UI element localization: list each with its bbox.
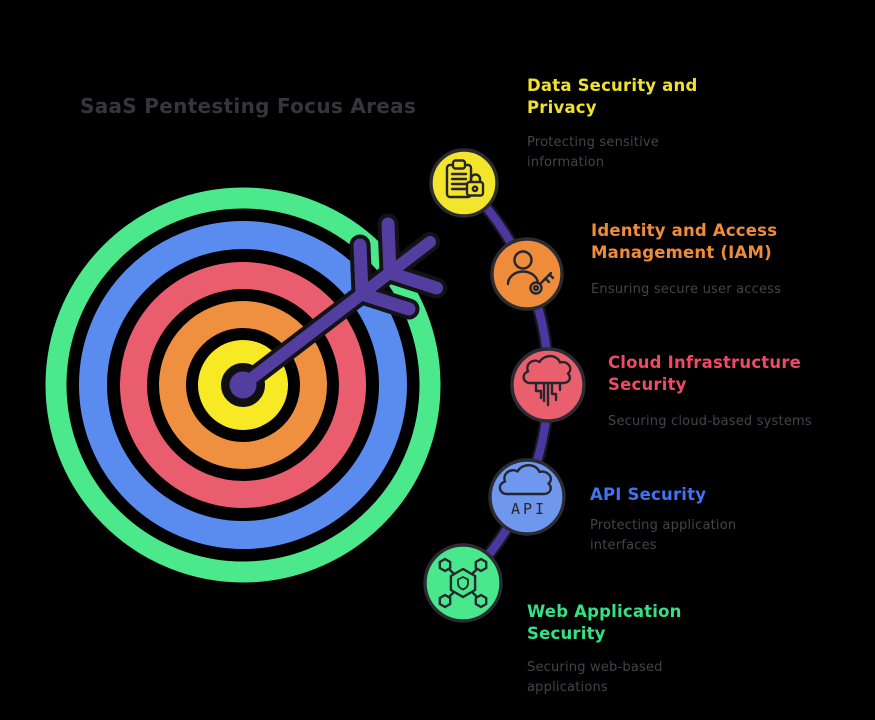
- api-label: API: [511, 500, 547, 518]
- item-heading-cloud-infrastructure: Cloud Infrastructure Security: [608, 353, 802, 394]
- hex-network-icon: [423, 543, 503, 623]
- page-title: SaaS Pentesting Focus Areas: [80, 94, 417, 118]
- item-description-api-security: Protecting application interfaces: [590, 518, 737, 553]
- item-description-iam: Ensuring secure user access: [591, 282, 782, 297]
- bullseye-target: [45, 187, 441, 583]
- milestone-circle-5: [423, 543, 503, 623]
- target-ring-orange: [159, 301, 327, 469]
- arrow: [229, 213, 447, 399]
- item-heading-data-security: Data Security and Privacy: [527, 76, 698, 117]
- target-ring-green: [45, 187, 441, 583]
- cloud-circuit-icon: [510, 347, 586, 423]
- target-center-outline: [221, 363, 265, 407]
- item-heading-web-application: Web Application Security: [527, 602, 682, 643]
- arrow-tip-dot: [229, 371, 257, 399]
- target-ring-red: [120, 262, 366, 508]
- target-ring-blue: [79, 221, 407, 549]
- milestone-circle-4: [488, 458, 566, 536]
- user-key-icon: [490, 237, 564, 311]
- item-heading-iam: Identity and Access Management (IAM): [591, 221, 778, 262]
- arrow-shaft-and-fletching: [237, 217, 443, 391]
- item-description-web-application: Securing web-based applications: [527, 660, 663, 695]
- item-description-data-security: Protecting sensitive information: [527, 135, 659, 170]
- item-heading-api-security: API Security: [590, 485, 707, 504]
- milestone-circle-2: [490, 237, 564, 311]
- item-description-cloud-infrastructure: Securing cloud-based systems: [608, 414, 812, 429]
- cloud-api-icon: API: [488, 458, 566, 536]
- clipboard-lock-icon: [429, 148, 499, 218]
